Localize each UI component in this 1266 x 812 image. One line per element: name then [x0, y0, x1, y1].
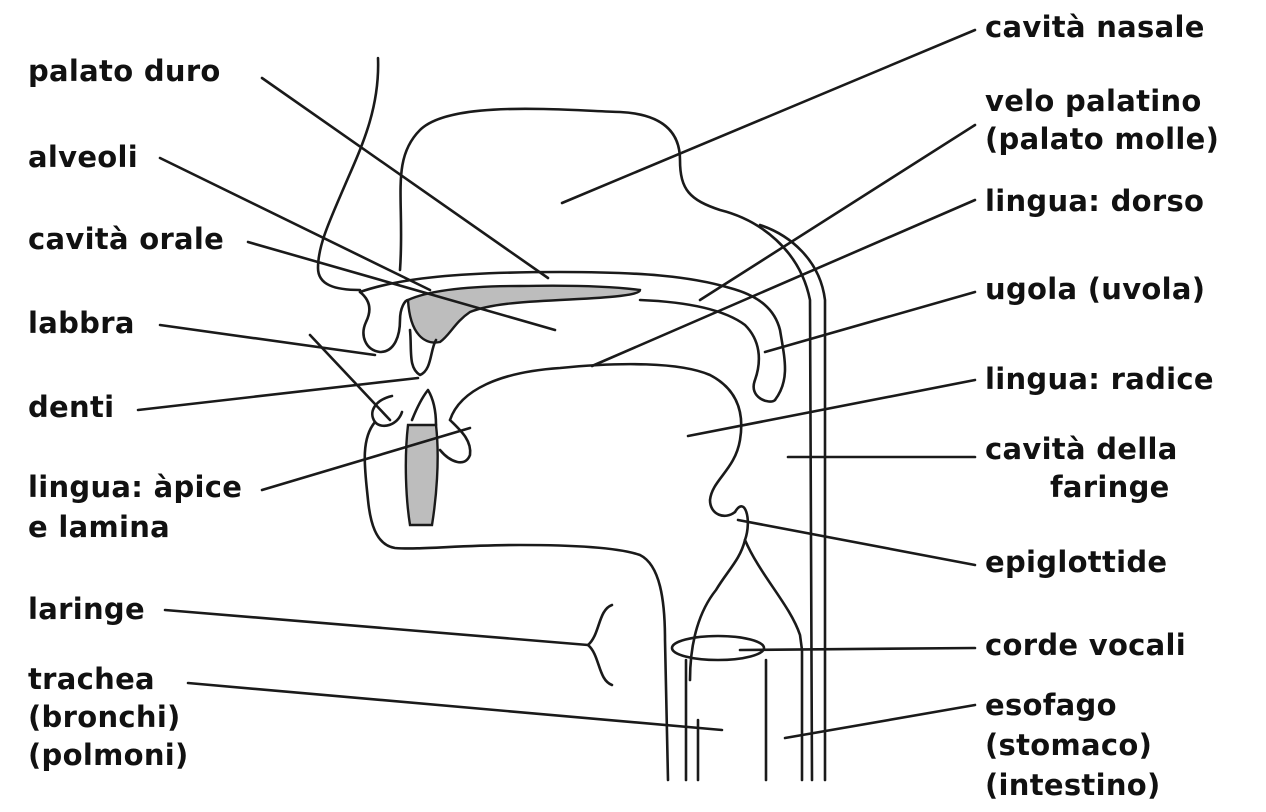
upper-lip — [360, 292, 408, 352]
lower-teeth — [412, 390, 436, 425]
leader-ugola — [765, 292, 975, 352]
label-lingua-apice-line2: e lamina — [28, 510, 170, 544]
label-ugola: ugola (uvola) — [985, 272, 1205, 306]
label-alveoli: alveoli — [28, 140, 138, 174]
tongue-floor — [440, 420, 470, 462]
label-labbra: labbra — [28, 306, 135, 340]
leader-corde-vocali — [740, 648, 975, 650]
nose-profile — [318, 58, 378, 290]
label-esofago-line2: (stomaco) — [985, 728, 1152, 762]
label-trachea-line2: (bronchi) — [28, 700, 181, 734]
leader-labbra-b — [310, 335, 390, 420]
lower-lip — [372, 396, 402, 426]
larynx-front — [745, 540, 802, 650]
leader-lingua-dorso — [592, 200, 975, 366]
label-faringe-line1: cavità della — [985, 432, 1178, 466]
label-denti: denti — [28, 390, 114, 424]
label-lingua-apice-line1: lingua: àpice — [28, 470, 242, 504]
hard-palate-shading — [408, 286, 640, 343]
tongue-body — [450, 364, 741, 516]
leader-velo — [700, 125, 975, 300]
leader-epiglottide — [738, 520, 975, 565]
leader-esofago — [785, 705, 975, 738]
label-lingua-radice: lingua: radice — [985, 362, 1214, 396]
label-velo-palatino-line2: (palato molle) — [985, 122, 1219, 156]
label-corde-vocali: corde vocali — [985, 628, 1186, 662]
label-faringe-line2: faringe — [1050, 470, 1170, 504]
vocal-cords-shape — [672, 636, 764, 660]
label-esofago-line1: esofago — [985, 688, 1117, 722]
label-esofago-line3: (intestino) — [985, 768, 1161, 802]
label-palato-duro: palato duro — [28, 54, 221, 88]
leader-trachea — [188, 683, 722, 730]
label-lingua-dorso: lingua: dorso — [985, 184, 1204, 218]
leader-laringe — [165, 610, 588, 645]
leader-lingua-radice — [688, 380, 975, 436]
label-velo-palatino-line1: velo palatino — [985, 84, 1202, 118]
label-trachea-line3: (polmoni) — [28, 738, 189, 772]
epiglottis-outline — [690, 506, 748, 680]
label-cavita-nasale: cavità nasale — [985, 10, 1205, 44]
leader-cavita-nasale — [562, 30, 975, 203]
leader-labbra-a — [160, 325, 375, 355]
larynx-bracket — [588, 605, 612, 685]
label-trachea-line1: trachea — [28, 662, 155, 696]
label-laringe: laringe — [28, 592, 145, 626]
label-cavita-orale: cavità orale — [28, 222, 224, 256]
label-epiglottide: epiglottide — [985, 545, 1167, 579]
